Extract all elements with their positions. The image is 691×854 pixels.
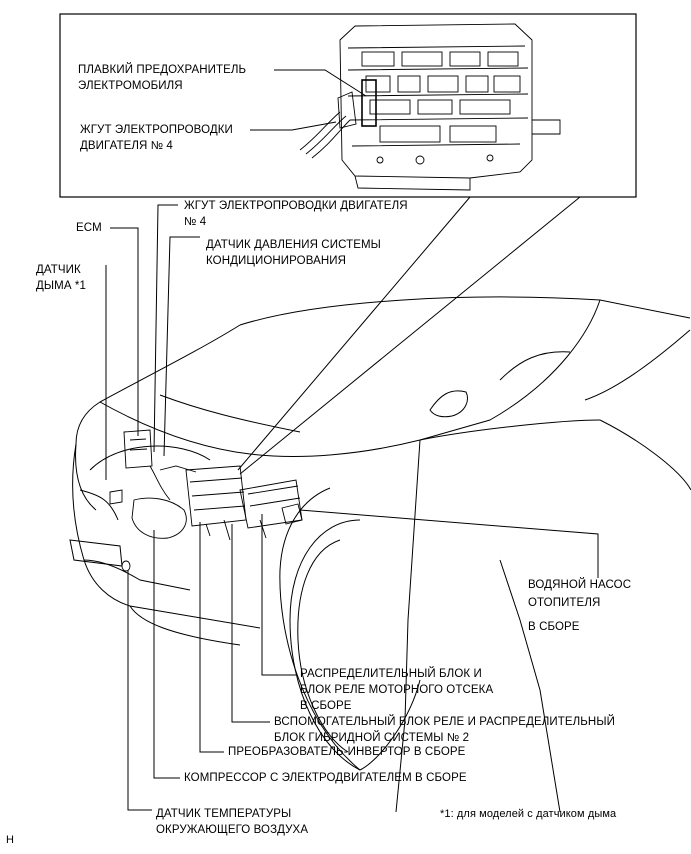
leader-inset-fuse	[274, 69, 367, 97]
ambient-temp-sensor-label-line2: ОКРУЖАЮЩЕГО ВОЗДУХА	[156, 824, 309, 836]
inset-harness-label-line1: ЖГУТ ЭЛЕКТРОПРОВОДКИ	[80, 124, 233, 136]
water-pump-label: ВОДЯНОЙ НАСОС ОТОПИТЕЛЯ В СБОРЕ	[528, 576, 631, 636]
corner-mark: H	[6, 834, 15, 846]
aux-relay-block-label-line1: ВСПОМОГАТЕЛЬНЫЙ БЛОК РЕЛЕ И РАСПРЕДЕЛИТЕ…	[274, 716, 615, 728]
engine-harness-label-line1: ЖГУТ ЭЛЕКТРОПРОВОДКИ ДВИГАТЕЛЯ	[184, 200, 408, 212]
smoke-sensor-label-line2: ДЫМА *1	[36, 280, 86, 292]
leader-inverter	[199, 522, 224, 753]
smoke-sensor-label-line1: ДАТЧИК	[36, 264, 81, 276]
smoke-sensor-label: ДАТЧИК ДЫМА *1	[36, 262, 86, 294]
ac-pressure-sensor-label-line1: ДАТЧИК ДАВЛЕНИЯ СИСТЕМЫ	[206, 239, 381, 251]
relay-block-label-line2: БЛОК РЕЛЕ МОТОРНОГО ОТСЕКА	[300, 684, 494, 696]
leader-engine-harness	[153, 204, 178, 453]
leader-relay-block	[261, 514, 296, 676]
leader-ac-sensor	[163, 236, 200, 457]
inset-harness-label-line2: ДВИГАТЕЛЯ № 4	[80, 140, 173, 152]
relay-block-label-line1: РАСПРЕДЕЛИТЕЛЬНЫЙ БЛОК И	[300, 668, 482, 680]
inverter-label: ПРЕОБРАЗОВАТЕЛЬ-ИНВЕРТОР В СБОРЕ	[228, 746, 466, 758]
ambient-temp-sensor-label-line1: ДАТЧИК ТЕМПЕРАТУРЫ	[156, 808, 292, 820]
inset-fuse-label-line1: ПЛАВКИЙ ПРЕДОХРАНИТЕЛЬ	[78, 64, 247, 76]
zoom-line	[237, 196, 471, 471]
ambient-temp-sensor-label: ДАТЧИК ТЕМПЕРАТУРЫ ОКРУЖАЮЩЕГО ВОЗДУХА	[156, 806, 308, 838]
leader-inset-harness	[250, 121, 337, 131]
aux-relay-block-label: ВСПОМОГАТЕЛЬНЫЙ БЛОК РЕЛЕ И РАСПРЕДЕЛИТЕ…	[274, 714, 615, 746]
inset-fuse-label-line2: ЭЛЕКТРОМОБИЛЯ	[78, 80, 183, 92]
footnote: *1: для моделей с датчиком дыма	[440, 808, 617, 820]
zoom-line	[239, 196, 581, 475]
ecm-label: ECM	[76, 222, 102, 234]
leader-temp-sensor	[127, 570, 152, 811]
leader-water-pump	[299, 509, 599, 578]
relay-block-label-line3: В СБОРЕ	[300, 700, 352, 712]
ac-pressure-sensor-label: ДАТЧИК ДАВЛЕНИЯ СИСТЕМЫ КОНДИЦИОНИРОВАНИ…	[206, 237, 381, 269]
vehicle-drawing	[69, 296, 691, 813]
leader-ecm	[110, 227, 139, 436]
water-pump-label-line2: ОТОПИТЕЛЯ	[528, 597, 601, 609]
compressor-label: КОМПРЕССОР С ЭЛЕКТРОДВИГАТЕЛЕМ В СБОРЕ	[184, 772, 467, 784]
ac-pressure-sensor-label-line2: КОНДИЦИОНИРОВАНИЯ	[206, 255, 347, 267]
inset-harness-label: ЖГУТ ЭЛЕКТРОПРОВОДКИ ДВИГАТЕЛЯ № 4	[80, 122, 233, 154]
leader-aux-relay	[231, 524, 270, 723]
aux-relay-block-label-line2: БЛОК ГИБРИДНОЙ СИСТЕМЫ № 2	[274, 732, 470, 744]
water-pump-label-line1: ВОДЯНОЙ НАСОС	[528, 579, 632, 591]
leader-compressor	[153, 530, 180, 779]
water-pump-label-line3: В СБОРЕ	[528, 621, 580, 633]
inset-frame	[59, 13, 637, 198]
engine-components	[109, 429, 303, 572]
inset-fuse-label: ПЛАВКИЙ ПРЕДОХРАНИТЕЛЬ ЭЛЕКТРОМОБИЛЯ	[78, 62, 246, 94]
engine-harness-label: ЖГУТ ЭЛЕКТРОПРОВОДКИ ДВИГАТЕЛЯ № 4	[184, 198, 408, 230]
engine-harness-label-line2: № 4	[184, 216, 207, 228]
relay-block-label: РАСПРЕДЕЛИТЕЛЬНЫЙ БЛОК И БЛОК РЕЛЕ МОТОР…	[300, 666, 493, 714]
inset-inverter-drawing	[299, 23, 561, 191]
